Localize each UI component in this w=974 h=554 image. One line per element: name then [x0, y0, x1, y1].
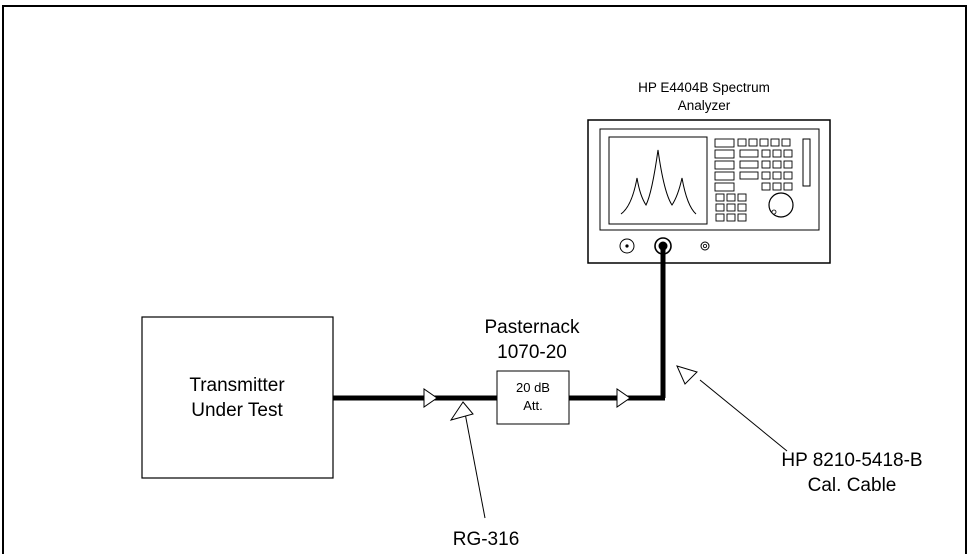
- connector-1-icon: [423, 388, 438, 408]
- transmitter-label-line2: Under Test: [191, 400, 283, 421]
- attenuator-label-line2: 1070-20: [497, 342, 567, 363]
- analyzer-connector-right-pin: [703, 243, 708, 248]
- analyzer-slot: [802, 138, 811, 187]
- cal-cable-arrowhead-icon: [676, 365, 698, 385]
- connectors: [423, 388, 631, 408]
- spectrum-trace-icon: [620, 149, 697, 215]
- analyzer-label-line2: Analyzer: [678, 98, 731, 113]
- diagram-frame: [2, 5, 967, 554]
- rg316-leader-line: [464, 412, 486, 519]
- spectrum-analyzer: HP E4404B Spectrum Analyzer: [587, 80, 831, 264]
- analyzer-top-keys: [737, 138, 791, 147]
- attenuator-box-line1: 20 dB: [516, 380, 550, 395]
- analyzer-screen: [608, 136, 708, 225]
- analyzer-keypad: [739, 149, 793, 191]
- attenuator-label-line1: Pasternack: [484, 317, 580, 338]
- cal-cable-leader-line: [699, 379, 788, 452]
- rg316-label: RG-316: [453, 529, 520, 550]
- connector-2-icon: [616, 388, 631, 408]
- transmitter-box: [141, 316, 334, 479]
- analyzer-softkeys: [714, 138, 735, 192]
- cal-cable-callout: HP 8210-5418-B Cal. Cable: [676, 365, 923, 496]
- cal-cable-label-line2: Cal. Cable: [808, 475, 897, 496]
- analyzer-label-line1: HP E4404B Spectrum: [638, 80, 770, 95]
- attenuator: Pasternack 1070-20 20 dB Att.: [484, 317, 580, 425]
- analyzer-knob-dimple: [771, 209, 777, 215]
- attenuator-box-line2: Att.: [523, 398, 543, 413]
- analyzer-lower-keys: [715, 193, 747, 222]
- analyzer-connector-left-pin: [625, 244, 629, 248]
- rg316-arrowhead-icon: [449, 401, 474, 421]
- attenuator-box: [496, 370, 570, 425]
- transmitter-under-test: Transmitter Under Test: [141, 316, 334, 479]
- transmitter-label-line1: Transmitter: [189, 375, 285, 396]
- rg316-callout: RG-316: [449, 401, 520, 550]
- cal-cable-label-line1: HP 8210-5418-B: [781, 450, 922, 471]
- analyzer-rf-input-pin: [658, 241, 668, 251]
